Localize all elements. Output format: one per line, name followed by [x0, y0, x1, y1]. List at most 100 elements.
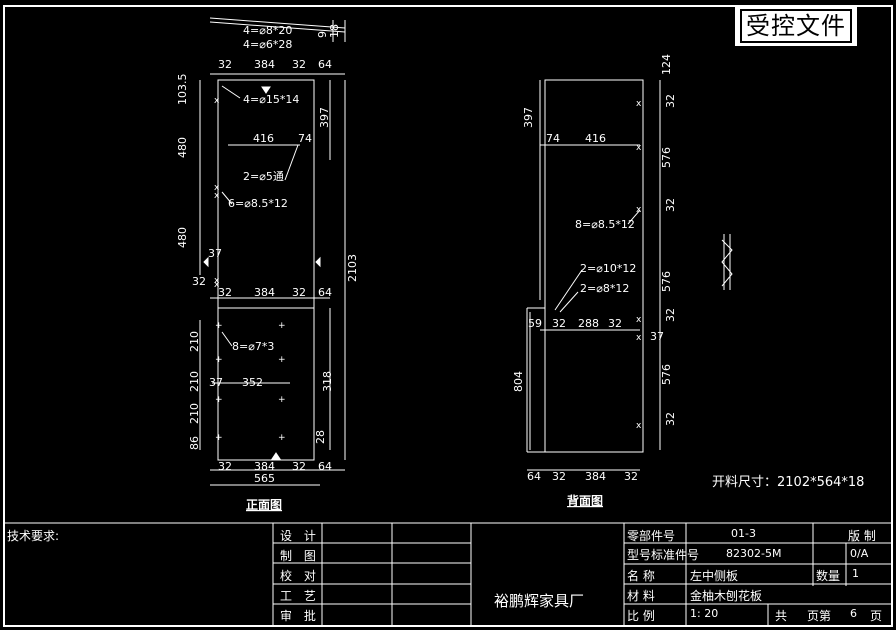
bv-hole2: 2=⌀10*12 — [580, 262, 636, 275]
cut-size: 开料尺寸：2102*564*18 — [712, 475, 864, 490]
scale-label: 比 例 — [627, 609, 655, 623]
fv-low-w1: 37 — [209, 376, 223, 389]
fv-top-left: 32 — [218, 58, 232, 71]
fv-side-d2: 480 — [176, 137, 189, 158]
bv-d5: 804 — [512, 371, 525, 392]
fv-side-d1: 103.5 — [176, 74, 189, 106]
fv-low-d5: 28 — [314, 430, 327, 444]
controlled-document-stamp: 受控文件 — [735, 6, 857, 46]
sheets-total-label: 共 — [775, 609, 788, 623]
bv-mark-2: 32 — [664, 198, 677, 212]
title-block-lines — [4, 522, 892, 626]
fv-note7: 32 — [192, 275, 206, 288]
bv-d1: 397 — [522, 107, 535, 128]
bv-bot-b: 32 — [552, 470, 566, 483]
svg-text:+: + — [278, 395, 286, 405]
back-view-text: 124 397 74 416 576 576 576 804 8=⌀8.5*12… — [512, 54, 677, 508]
svg-text:x: x — [214, 96, 220, 106]
version-label: 版 制 — [848, 529, 876, 543]
svg-text:+: + — [215, 433, 223, 443]
fv-side-d4: 397 — [318, 107, 331, 128]
fv-top-dim-a: 9 — [316, 31, 329, 38]
fv-note2: 416 — [253, 132, 274, 145]
part-no: 01-3 — [731, 527, 756, 540]
bv-bot-c: 384 — [585, 470, 606, 483]
front-view-text: 4=⌀8*20 4=⌀6*28 9 18 32 384 32 64 103.5 … — [176, 24, 359, 512]
svg-text:x: x — [636, 205, 642, 215]
fv-low-d2: 210 — [188, 371, 201, 392]
svg-text:+: + — [215, 355, 223, 365]
fv-side-d5: 318 — [321, 371, 334, 392]
bv-mid-e: 37 — [650, 330, 664, 343]
fv-note5: 6=⌀8.5*12 — [228, 197, 288, 210]
svg-text:x: x — [214, 191, 220, 201]
svg-text:+: + — [278, 433, 286, 443]
svg-text:+: + — [278, 355, 286, 365]
svg-text:+: + — [278, 321, 286, 331]
bv-d3: 576 — [660, 271, 673, 292]
fv-mid-left: 32 — [218, 286, 232, 299]
tb-row-draw: 制 图 — [280, 549, 320, 563]
bv-mark-1: 32 — [664, 94, 677, 108]
fv-side-total: 2103 — [346, 254, 359, 282]
sheet-label: 页第 — [807, 609, 832, 623]
svg-text:x: x — [214, 183, 220, 193]
fv-top-right: 32 — [292, 58, 306, 71]
bv-caption: 背面图 — [567, 493, 603, 508]
fv-note1: 4=⌀15*14 — [243, 93, 299, 106]
fv-bot-mid: 384 — [254, 460, 275, 473]
fv-top-edge: 64 — [318, 58, 332, 71]
fv-bot-edge: 64 — [318, 460, 332, 473]
company-name: 裕鹏辉家具厂 — [494, 592, 585, 610]
svg-text:x: x — [636, 421, 642, 431]
break-symbol — [721, 234, 733, 290]
fv-top-mid: 384 — [254, 58, 275, 71]
bv-mid-c: 288 — [578, 317, 599, 330]
svg-text:x: x — [214, 280, 220, 290]
fv-caption: 正面图 — [246, 498, 282, 512]
fv-top-hole1: 4=⌀8*20 — [243, 24, 292, 37]
fv-note3: 74 — [298, 132, 312, 145]
bv-bot-a: 64 — [527, 470, 541, 483]
bv-hole3: 2=⌀8*12 — [580, 282, 629, 295]
part-name: 左中侧板 — [690, 569, 739, 583]
front-hole-marks: xxx xx ++ ++ ++ ++ — [214, 96, 286, 443]
scale-value: 1: 20 — [690, 607, 719, 620]
bv-w1: 74 — [546, 132, 560, 145]
bv-mid-b: 32 — [552, 317, 566, 330]
svg-text:x: x — [636, 315, 642, 325]
tb-row-process: 工 艺 — [280, 589, 320, 603]
fv-mid-right: 32 — [292, 286, 306, 299]
back-hole-marks: xx xx xx — [636, 99, 642, 431]
sheet-suffix: 页 — [870, 609, 883, 623]
fv-low-d4: 86 — [188, 436, 201, 450]
fv-bot-total: 565 — [254, 472, 275, 485]
back-view — [526, 79, 661, 471]
fv-note4: 2=⌀5通 — [243, 170, 284, 183]
fv-low-w2: 352 — [242, 376, 263, 389]
tb-row-check: 校 对 — [280, 569, 320, 583]
fv-note6: 37 — [208, 247, 222, 260]
drawing-frame — [3, 5, 893, 627]
bv-mid-d: 32 — [608, 317, 622, 330]
qty-value: 1 — [852, 567, 859, 580]
fv-low-d1: 210 — [188, 331, 201, 352]
material-label: 材 料 — [627, 589, 655, 603]
fv-low-d3: 210 — [188, 403, 201, 424]
fv-mid-mid: 384 — [254, 286, 275, 299]
tb-row-design: 设 计 — [280, 529, 320, 543]
svg-text:x: x — [636, 333, 642, 343]
bv-mark-3: 32 — [664, 308, 677, 322]
material-value: 金柚木刨花板 — [690, 589, 763, 603]
name-label: 名 称 — [627, 569, 655, 583]
sheet-no: 6 — [850, 607, 857, 620]
fv-side-d3: 480 — [176, 227, 189, 248]
svg-text:x: x — [214, 276, 220, 286]
svg-text:x: x — [636, 99, 642, 109]
bv-top-edge: 124 — [660, 54, 673, 75]
bv-hole1: 8=⌀8.5*12 — [575, 218, 635, 231]
std-no-label: 型号标准件号 — [627, 548, 700, 562]
bv-w2: 416 — [585, 132, 606, 145]
fv-bot-left: 32 — [218, 460, 232, 473]
